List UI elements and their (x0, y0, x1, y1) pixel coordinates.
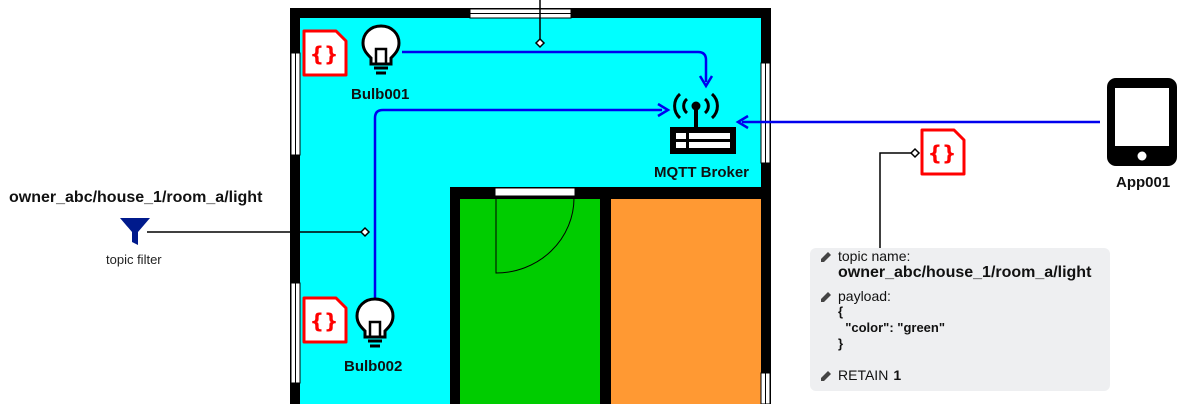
panel-connector (879, 152, 911, 248)
payload-label: payload: (838, 288, 891, 304)
topic-filter-title: owner_abc/house_1/room_a/light (9, 189, 263, 206)
lightbulb-icon (361, 24, 401, 75)
top-connector-diamond (534, 37, 546, 49)
svg-text:{}: {} (928, 141, 956, 165)
pencil-icon (821, 251, 831, 262)
payload-json: { "color": "green" } (838, 304, 946, 351)
pencil-icon (821, 370, 831, 381)
topic-name-label: topic name: (838, 248, 911, 264)
smartphone-icon (1107, 78, 1177, 166)
bulb001-label: Bulb001 (351, 86, 410, 103)
bulb002-to-broker-line (373, 108, 662, 298)
app001-label: App001 (1116, 174, 1171, 191)
retain-label: RETAIN (838, 367, 889, 383)
topic-name-value: owner_abc/house_1/room_a/light (838, 264, 1092, 281)
green-room (460, 199, 600, 404)
json-icon: {} (302, 296, 348, 344)
pencil-icon (821, 291, 831, 302)
arrowhead-bulb001 (698, 75, 714, 89)
arrowhead-app (735, 114, 749, 130)
retain-value: 1 (893, 367, 902, 383)
floor-plan (290, 8, 771, 404)
door-swing (495, 197, 575, 274)
topic-name-row: topic name: (820, 248, 910, 264)
json-icon: {} (920, 128, 966, 176)
json-icon: {} (302, 29, 348, 77)
retain-row: RETAIN 1 (820, 367, 901, 383)
router-icon (670, 92, 736, 154)
lightbulb-icon (355, 297, 395, 348)
bulb001-to-broker-line (402, 50, 708, 82)
message-lines (373, 50, 1100, 298)
topic-filter-diamond (359, 226, 371, 238)
svg-text:{}: {} (310, 42, 338, 66)
arrowhead-bulb002 (657, 102, 671, 118)
orange-room (611, 199, 761, 404)
funnel-icon (120, 218, 150, 245)
message-details-panel: topic name: owner_abc/house_1/room_a/lig… (810, 248, 1110, 391)
topic-filter-caption: topic filter (106, 252, 162, 267)
bulb002-label: Bulb002 (344, 358, 403, 375)
door-opening (494, 187, 576, 197)
payload-row: payload: (820, 288, 891, 304)
panel-connector-diamond (909, 147, 921, 159)
annotation-connectors (147, 0, 921, 248)
svg-text:{}: {} (310, 309, 338, 333)
broker-label: MQTT Broker (654, 164, 750, 181)
